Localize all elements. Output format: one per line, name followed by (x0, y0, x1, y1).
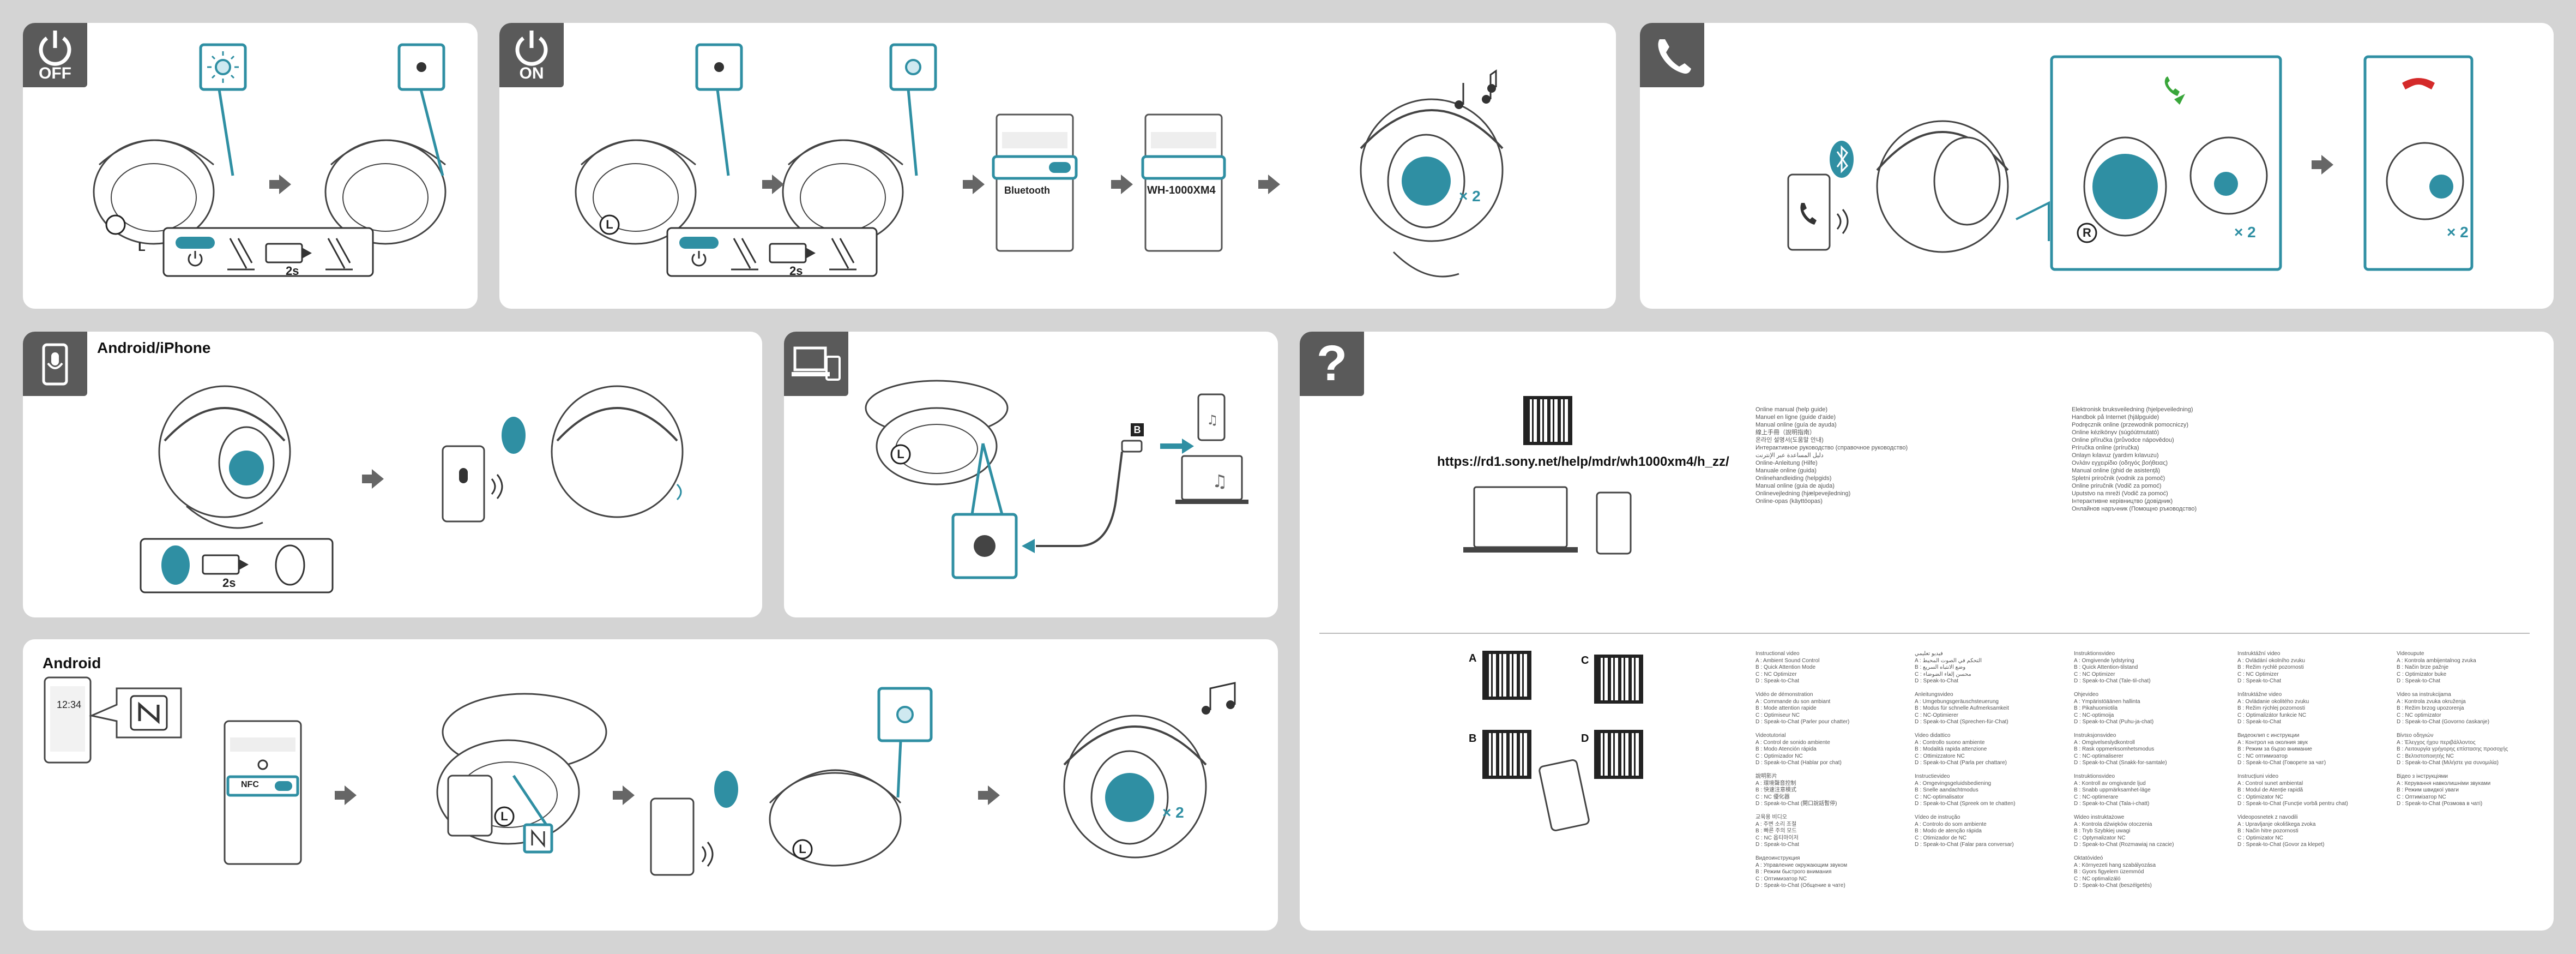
nfc-time: 12:34 (57, 699, 82, 710)
cable-hand-label-visible: L (897, 447, 904, 461)
nfc-arrow-1 (335, 785, 357, 805)
voice-illustration (140, 385, 684, 593)
phone-icon (1658, 39, 1691, 74)
microphone-icon (42, 343, 68, 386)
qr-code-a (1482, 651, 1531, 700)
power-off-hand-label: L (138, 240, 146, 254)
nfc-title: Android (43, 655, 101, 671)
power-on-arrow-2 (963, 175, 985, 194)
qr-label-d: D (1581, 733, 1589, 745)
power-icon (515, 31, 548, 66)
power-off-tag: OFF (23, 23, 87, 87)
call-tap-label-2: × 2 (2447, 224, 2469, 241)
nfc-arrow-2 (613, 785, 635, 805)
svg-text:♫: ♫ (1206, 412, 1218, 428)
help-divider (1319, 633, 2530, 634)
power-on-hand-label: L (606, 218, 613, 231)
qr-code-d (1594, 730, 1643, 779)
power-on-arrow-1 (762, 175, 784, 194)
power-on-hold-label: 2s (789, 264, 803, 278)
qr-label-b: B (1469, 733, 1477, 745)
panel-call: R × 2 × 2 (1640, 23, 2554, 309)
qr-code-c (1594, 655, 1643, 704)
video-col-3: Instruktionsvideo A : Omgivende lydstyri… (2074, 651, 2174, 889)
video-col-4: Instruktážní video A : Ovládání okolního… (2237, 651, 2348, 848)
qr-label-c: C (1581, 655, 1589, 667)
qr-label-a: A (1469, 652, 1477, 664)
call-tag (1640, 23, 1704, 87)
call-arrow (2312, 155, 2333, 175)
power-off-illustration (93, 43, 447, 277)
qr-code-b (1482, 730, 1531, 779)
help-qr-code (1523, 396, 1572, 445)
help-tag: ? (1300, 332, 1364, 396)
panel-power-on: ON (499, 23, 1616, 309)
voice-arrow (362, 469, 384, 489)
cable-illustration: ♫ ♫ (865, 380, 1248, 579)
panel-voice-assistant: Android/iPhone 2s (23, 332, 762, 617)
power-off-label: OFF (39, 64, 71, 82)
video-col-1: Instructional video A : Ambient Sound Co… (1755, 651, 1850, 889)
voice-tag (23, 332, 87, 396)
nfc-tap-label: × 2 (1162, 804, 1184, 821)
nfc-illustration (44, 676, 1236, 876)
power-off-arrow (269, 175, 291, 194)
svg-text:♫: ♫ (1212, 471, 1228, 491)
power-icon (39, 31, 71, 66)
voice-hold-label: 2s (222, 576, 236, 590)
plug-label: B (1131, 423, 1144, 436)
help-url[interactable]: https://rd1.sony.net/help/mdr/wh1000xm4/… (1437, 454, 1729, 469)
call-tap-label-1: × 2 (2234, 224, 2256, 241)
manual-languages-col-2: Elektronisk bruksveiledning (hjelpeveile… (2072, 406, 2197, 512)
voice-title: Android/iPhone (97, 339, 211, 356)
call-illustration (1787, 55, 2474, 271)
panel-cable: ♫ ♫ L L B (784, 332, 1278, 617)
computer-icon (792, 346, 841, 381)
device-name-text: WH-1000XM4 (1147, 184, 1216, 196)
bluetooth-setting-text: Bluetooth (1004, 185, 1050, 196)
power-on-label: ON (519, 64, 544, 82)
power-on-illustration (575, 43, 1504, 278)
panel-power-off: OFF L 2s (23, 23, 478, 309)
power-on-tap-label: × 2 (1459, 188, 1481, 205)
power-off-hold-label: 2s (286, 264, 299, 278)
nfc-arrow-3 (978, 785, 1000, 805)
power-on-arrow-4 (1258, 175, 1280, 194)
call-hand-label: R (2083, 226, 2091, 239)
help-devices-illustration (1463, 486, 1632, 831)
video-col-2: فيديو تعليمي A : التحكم في الصوت المحيط … (1915, 651, 2016, 848)
nfc-setting-label: NFC (241, 780, 259, 789)
panel-help: ? https://rd1.sony.net/help/mdr/wh1000xm… (1300, 332, 2554, 931)
cable-tag (784, 332, 848, 396)
nfc-hand-label-2: L (799, 842, 806, 856)
video-col-5: Videoupute A : Kontrola ambijentalnog zv… (2397, 651, 2508, 807)
panel-nfc: Android 12:34 NFC L L (23, 639, 1278, 931)
power-on-tag: ON (499, 23, 564, 87)
manual-languages-col-1: Online manual (help guide) Manuel en lig… (1755, 406, 1908, 505)
power-on-arrow-3 (1111, 175, 1133, 194)
help-tag-label: ? (1316, 335, 1348, 391)
nfc-hand-label: L (500, 809, 508, 823)
